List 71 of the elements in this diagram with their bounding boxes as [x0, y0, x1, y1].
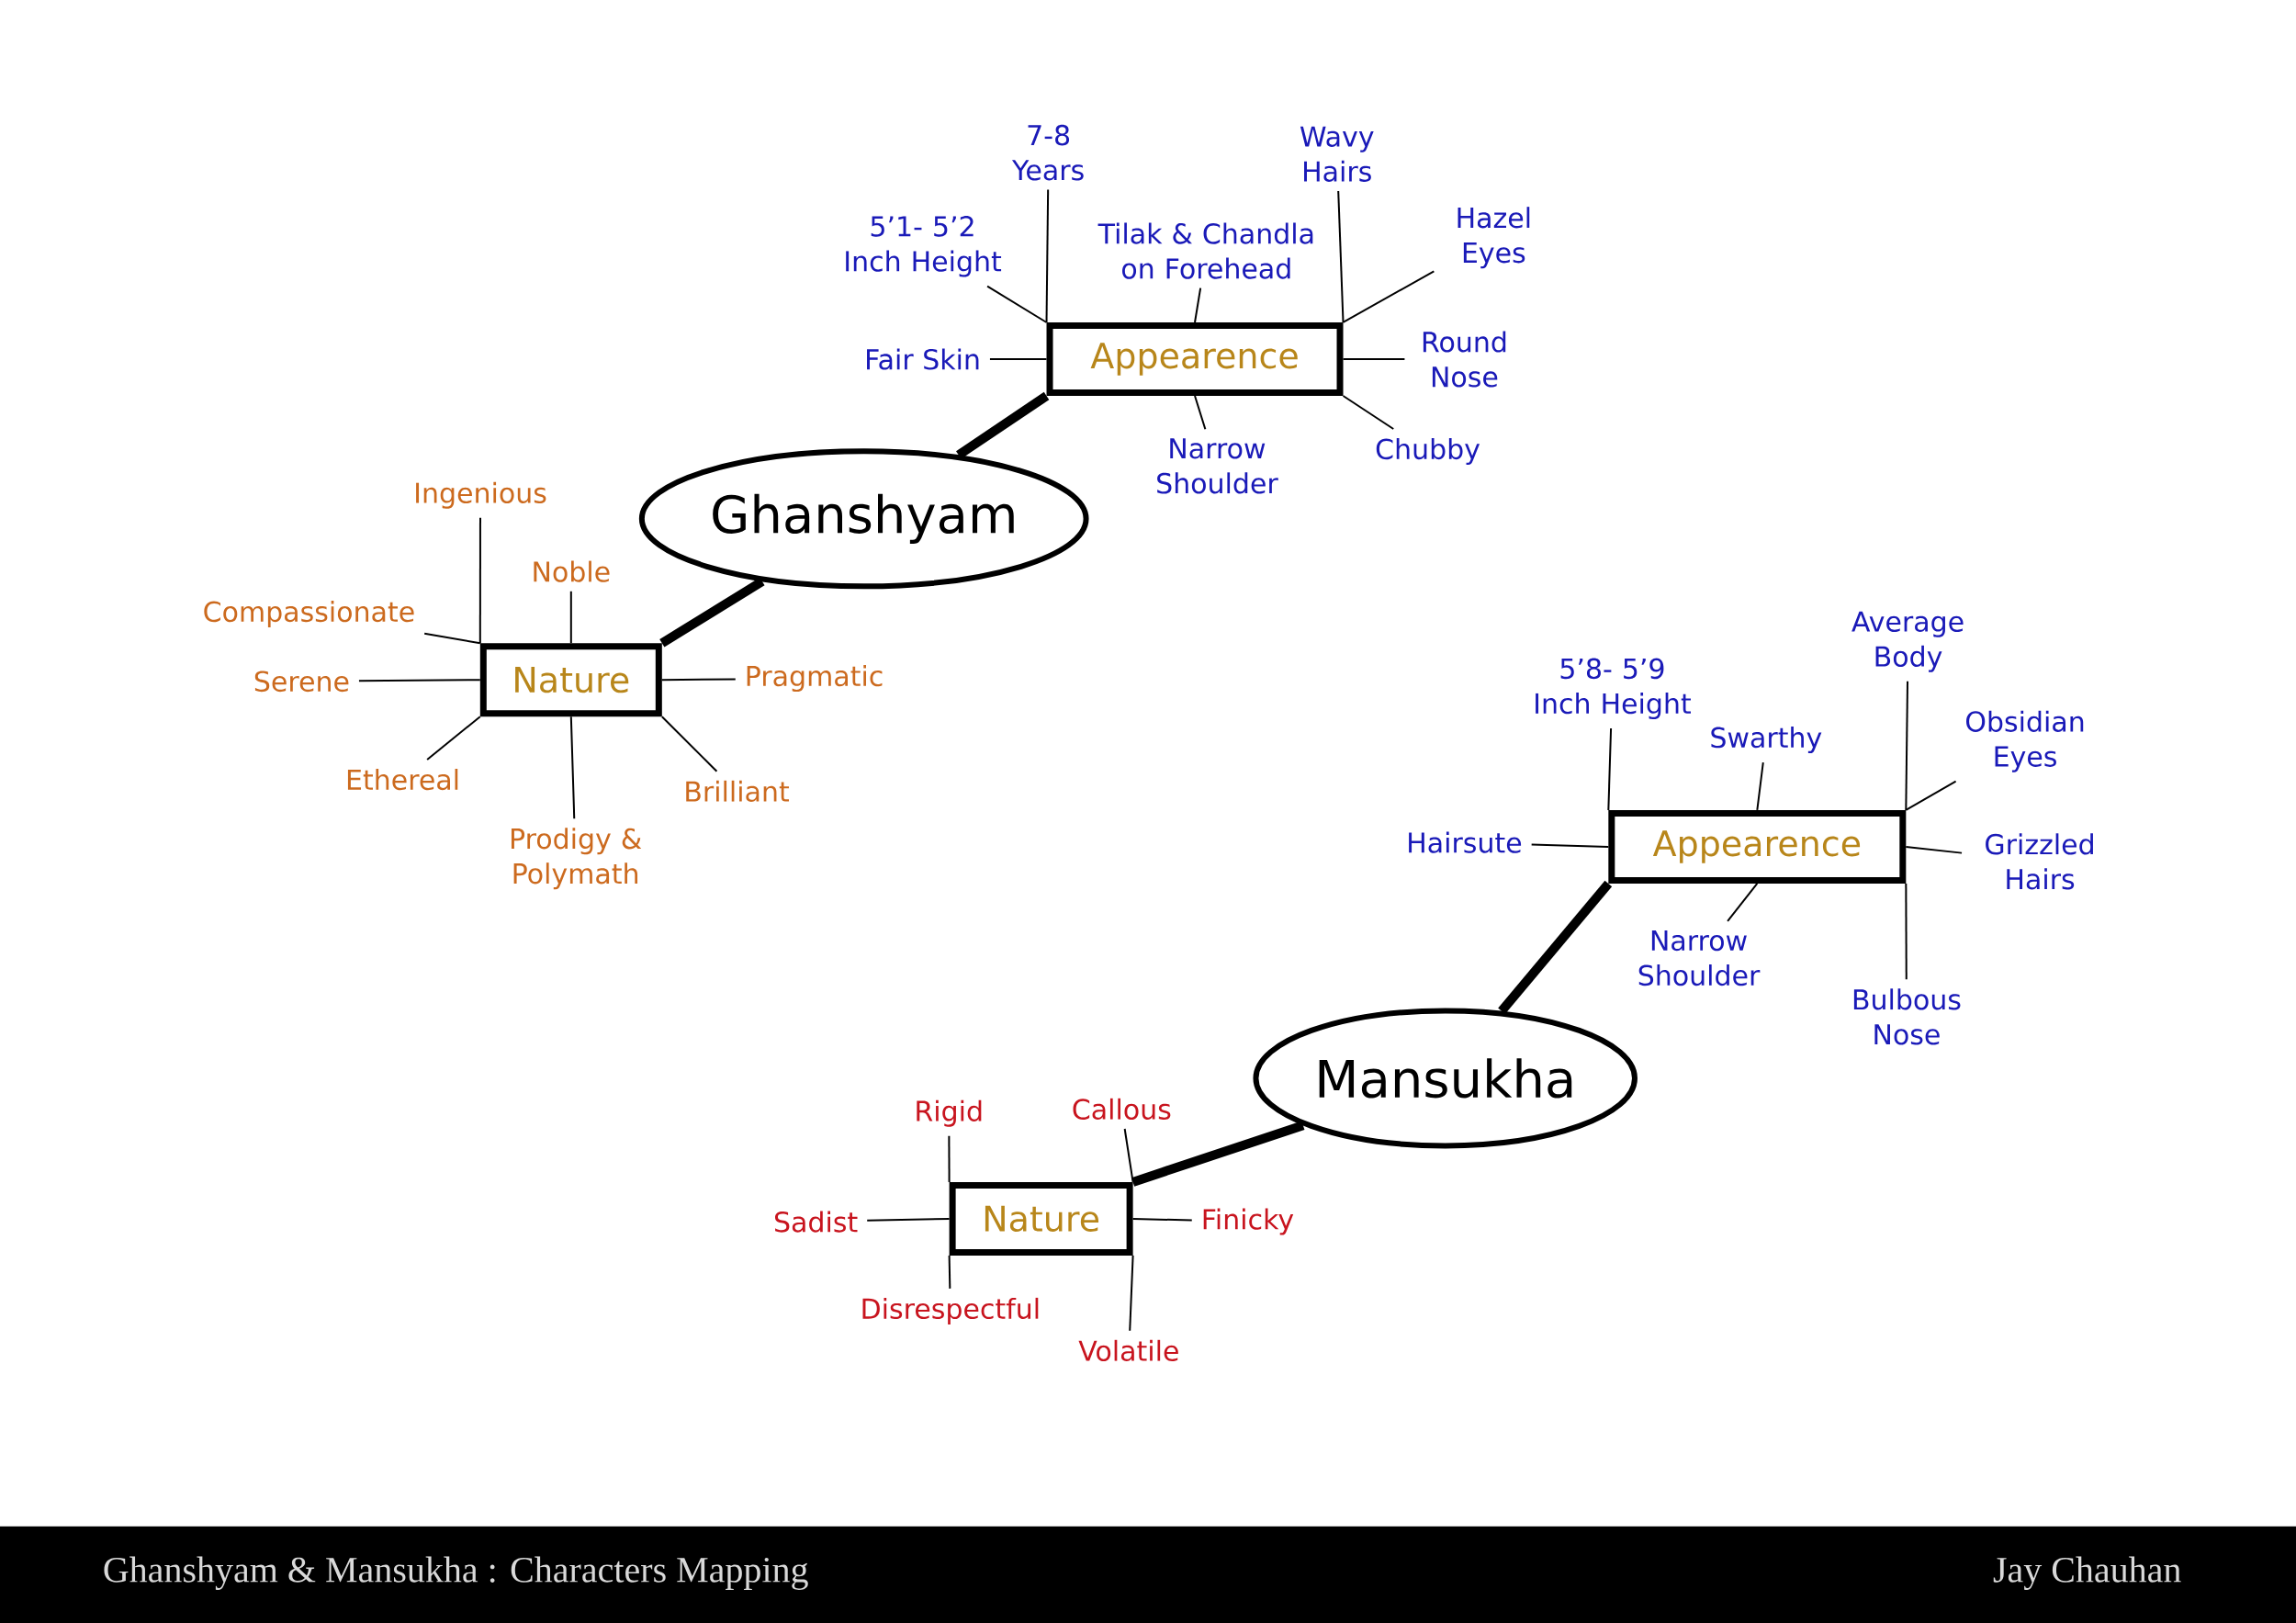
trait-label: Disrespectful [862, 1297, 1039, 1324]
branch-line [988, 358, 1048, 360]
branch-line [1607, 727, 1613, 811]
branch-line [357, 679, 481, 682]
trait-label: Fair Skin [867, 348, 979, 370]
trait-label: Serene [254, 671, 349, 693]
branch-line [1530, 843, 1610, 848]
trait-label: Rigid [917, 1099, 982, 1127]
trait-label: Average Body [1851, 611, 1964, 672]
branch-line [569, 590, 572, 645]
trait-label: 5’1- 5’2 Inch Height [846, 216, 1002, 277]
trait-label: Sadist [775, 1211, 858, 1233]
category-box: Appearence [1046, 322, 1344, 396]
branch-line [948, 1254, 951, 1290]
footer-text: Jay Chauhan [1993, 1556, 2181, 1590]
trait-label: Obsidian Eyes [1966, 710, 2084, 772]
trait-label: Bulbous Nose [1853, 988, 1961, 1045]
trait-label: 5’8- 5’9 Inch Height [1536, 658, 1691, 720]
trait-label: Swarthy [1711, 727, 1822, 754]
branch-line [1129, 1254, 1134, 1332]
branch-line [1194, 287, 1202, 323]
trait-label: Ethereal [347, 769, 458, 791]
branch-line [1905, 780, 1957, 811]
category-box: Appearence [1608, 810, 1907, 884]
trait-label: Prodigy & Polymath [512, 828, 642, 890]
branch-line [1342, 358, 1406, 360]
branch-line [1905, 883, 1908, 981]
connector-line [1498, 880, 1613, 1014]
branch-line [1123, 1128, 1134, 1183]
branch-line [1045, 188, 1050, 323]
trait-label: Brilliant [686, 780, 789, 802]
branch-line [478, 516, 481, 645]
footer-text: Ghanshyam & Mansukha : Characters Mapping [104, 1556, 808, 1590]
branch-line [1131, 1217, 1193, 1222]
trait-label: Volatile [1078, 1339, 1178, 1361]
trait-label: Round Nose [1423, 331, 1506, 388]
branch-line [426, 716, 481, 761]
branch-line [660, 716, 718, 772]
branch-line [986, 285, 1048, 323]
trait-label: Noble [534, 560, 610, 582]
branch-line [1727, 883, 1759, 922]
branch-line [1342, 395, 1395, 430]
category-box: Nature [479, 643, 662, 717]
branch-line [866, 1217, 951, 1222]
branch-line [1905, 680, 1908, 811]
branch-line [1342, 270, 1435, 323]
branch-line [1337, 189, 1345, 323]
branch-line [1905, 846, 1964, 854]
trait-label: Compassionate [204, 600, 414, 627]
trait-label: Chubby [1376, 437, 1480, 465]
trait-label: Narrow Shoulder [1638, 930, 1761, 986]
branch-line [1756, 761, 1764, 811]
trait-label: Hazel Eyes [1458, 207, 1530, 269]
trait-label: 7-8 Years [1012, 124, 1084, 181]
trait-label: Callous [1073, 1098, 1171, 1120]
trait-label: Hairsute [1409, 831, 1522, 853]
trait-label: Grizzled Hairs [1986, 833, 2093, 890]
branch-line [1194, 395, 1207, 431]
branch-line [423, 632, 481, 645]
branch-line [660, 678, 737, 682]
trait-label: Tilak & Chandla on Forehead [1097, 222, 1313, 279]
branch-line [948, 1134, 951, 1183]
trait-label: Pragmatic [747, 665, 883, 693]
trait-label: Narrow Shoulder [1157, 438, 1278, 494]
trait-label: Wavy Hairs [1300, 126, 1374, 182]
branch-line [569, 716, 576, 820]
connector-line [956, 391, 1050, 459]
trait-label: Ingenious [416, 481, 546, 509]
connector-line [1131, 1121, 1305, 1187]
category-box: Nature [949, 1181, 1133, 1256]
trait-label: Finicky [1203, 1208, 1294, 1235]
